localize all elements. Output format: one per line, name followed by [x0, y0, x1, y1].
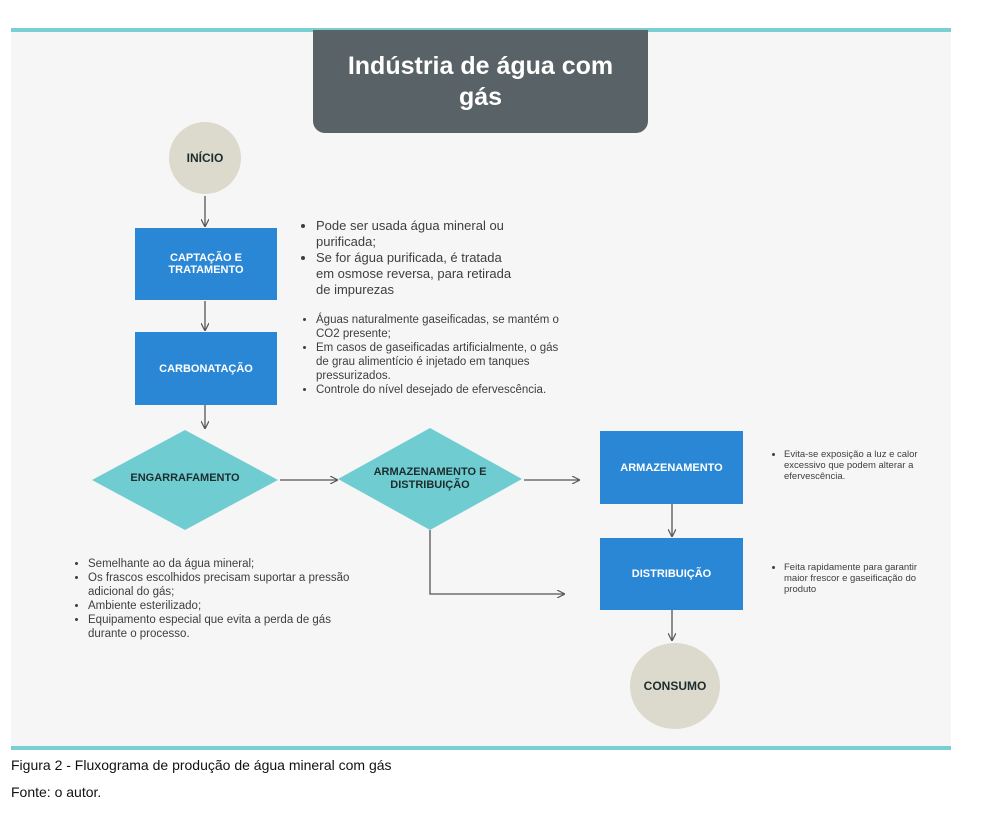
engarrafamento-notes: Semelhante ao da água mineral; Os frasco… — [72, 557, 354, 641]
note-item: Controle do nível desejado de efervescên… — [316, 383, 574, 397]
armazenamento-label: ARMAZENAMENTO — [620, 461, 723, 474]
note-item: Se for água purificada, é tratada em osm… — [316, 250, 521, 298]
note-item: Pode ser usada água mineral ou purificad… — [316, 218, 521, 250]
distribuicao-notes: Feita rapidamente para garantir maior fr… — [768, 562, 922, 595]
distribuicao-box: DISTRIBUIÇÃO — [600, 538, 743, 610]
note-item: Os frascos escolhidos precisam suportar … — [88, 571, 354, 599]
carbonatacao-label: CARBONATAÇÃO — [159, 362, 253, 375]
armazenamento-notes: Evita-se exposição a luz e calor excessi… — [768, 449, 922, 482]
note-item: Semelhante ao da água mineral; — [88, 557, 354, 571]
title-text: Indústria de água com gás — [347, 51, 614, 111]
captacao-notes: Pode ser usada água mineral ou purificad… — [300, 218, 521, 298]
bottom-divider — [11, 746, 951, 750]
captacao-box: CAPTAÇÃO E TRATAMENTO — [135, 228, 277, 300]
start-label: INÍCIO — [186, 151, 224, 165]
armazenamento-box: ARMAZENAMENTO — [600, 431, 743, 504]
engarrafamento-diamond — [92, 430, 278, 530]
diagram-title: Indústria de água com gás — [313, 30, 648, 133]
figure-caption: Figura 2 - Fluxograma de produção de águ… — [11, 757, 392, 773]
consumo-node: CONSUMO — [630, 643, 720, 729]
distribuicao-label: DISTRIBUIÇÃO — [631, 568, 712, 580]
note-item: Águas naturalmente gaseificadas, se mant… — [316, 313, 574, 341]
armazenamento-distribuicao-diamond — [338, 428, 522, 530]
carbonatacao-notes: Águas naturalmente gaseificadas, se mant… — [300, 313, 574, 397]
captacao-label: CAPTAÇÃO E TRATAMENTO — [168, 252, 244, 276]
note-item: Feita rapidamente para garantir maior fr… — [784, 562, 922, 595]
carbonatacao-box: CARBONATAÇÃO — [135, 332, 277, 405]
start-node: INÍCIO — [169, 122, 241, 194]
note-item: Em casos de gaseificadas artificialmente… — [316, 341, 574, 383]
figure-source: Fonte: o autor. — [11, 784, 102, 800]
note-item: Evita-se exposição a luz e calor excessi… — [784, 449, 922, 482]
note-item: Ambiente esterilizado; — [88, 599, 354, 613]
note-item: Equipamento especial que evita a perda d… — [88, 613, 354, 641]
engarrafamento-label: ENGARRAFAMENTO — [130, 472, 240, 484]
arrow-to-distribuicao — [429, 530, 564, 594]
armazenamento-distribuicao-label: ARMAZENAMENTO E DISTRIBUIÇÃO — [373, 466, 487, 491]
consumo-label: CONSUMO — [643, 679, 707, 693]
